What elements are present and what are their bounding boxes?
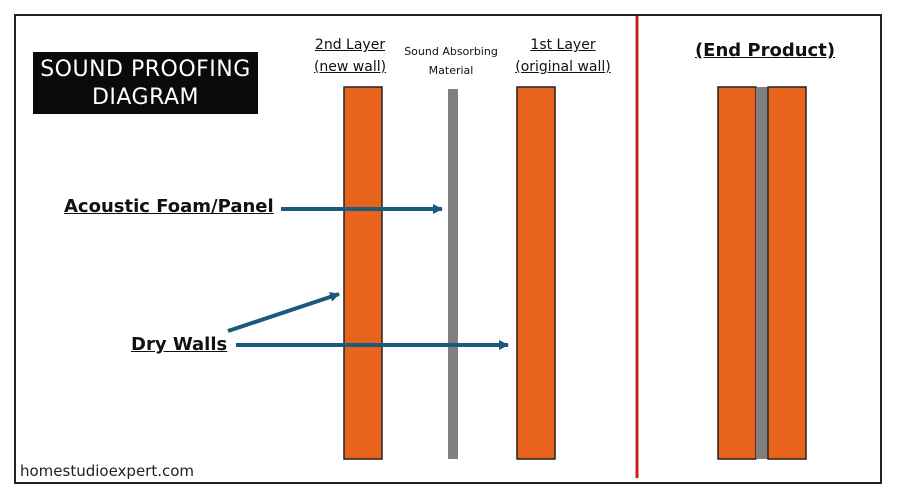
end-product-absorbing-material [756,87,768,459]
dry-walls-label: Dry Walls [131,334,228,355]
end-product-second-layer [717,86,757,460]
title-line-2: DIAGRAM [91,85,200,110]
first-layer-drywall [516,86,556,460]
dry-wall-arrow-upper [227,292,340,333]
first-layer-label: 1st Layer (original wall) [508,34,618,78]
end-product-label: (End Product) [694,40,836,61]
absorbing-material-label-line-1: Sound Absorbing [404,45,498,58]
diagram-frame [14,14,882,484]
end-product-first-layer [767,86,807,460]
title-line-1: SOUND PROOFING [40,57,251,82]
first-layer-label-line-1: 1st Layer [530,37,596,53]
site-watermark: homestudioexpert.com [20,462,195,480]
sound-absorbing-material [448,89,458,459]
second-layer-label: 2nd Layer (new wall) [300,34,400,78]
second-layer-drywall [343,86,383,460]
diagram-title: SOUND PROOFING DIAGRAM [33,52,258,114]
acoustic-foam-label: Acoustic Foam/Panel [64,196,274,217]
second-layer-label-line-1: 2nd Layer [314,37,386,53]
absorbing-material-label: Sound Absorbing Material [396,42,506,80]
second-layer-label-line-2: (new wall) [313,59,387,75]
first-layer-label-line-2: (original wall) [515,59,611,75]
absorbing-material-label-line-2: Material [428,64,474,77]
